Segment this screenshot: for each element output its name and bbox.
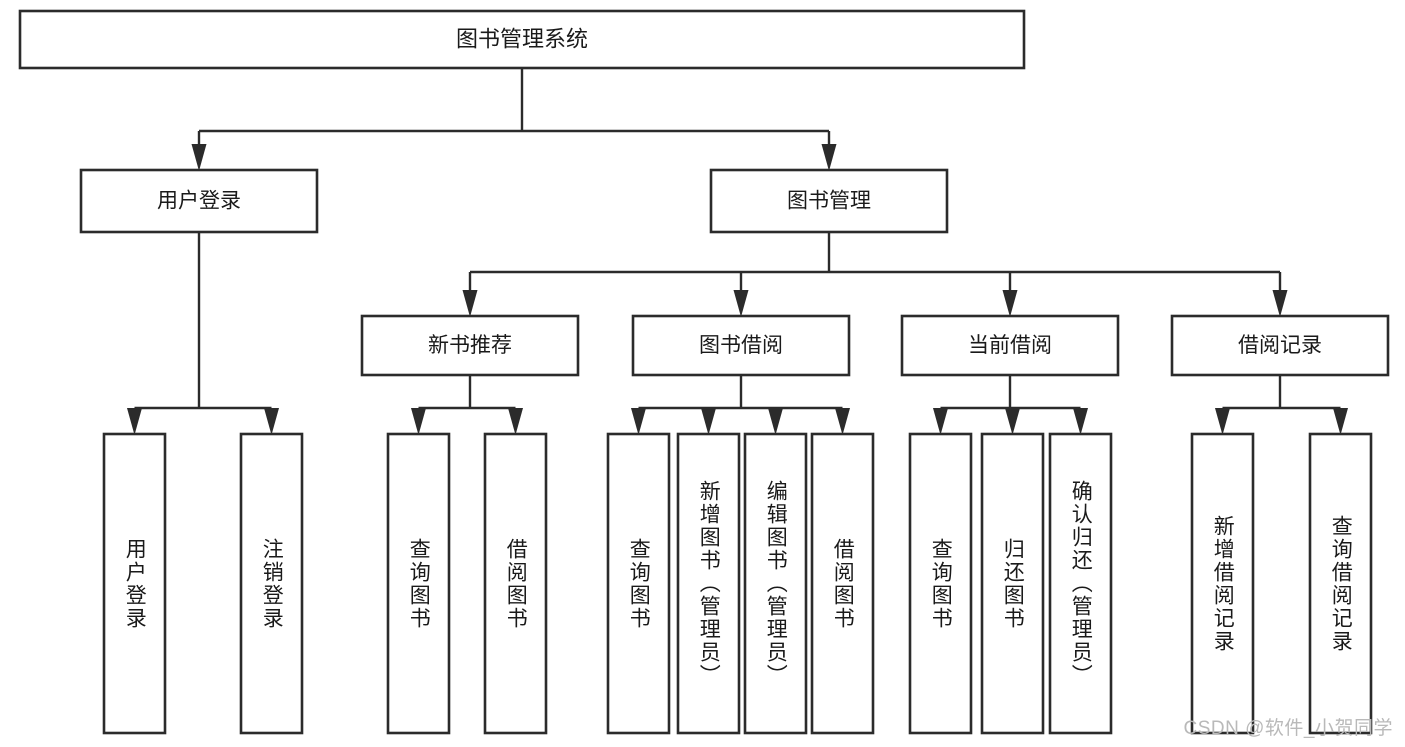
connector-arrowhead xyxy=(127,408,142,435)
node-box xyxy=(810,432,875,735)
node-box xyxy=(980,432,1045,735)
connector-arrowhead xyxy=(462,290,478,317)
connector-arrowhead xyxy=(1333,408,1348,435)
node-l-borrow-book-1[interactable] xyxy=(483,432,548,735)
node-l-query-record[interactable] xyxy=(1308,432,1373,735)
node-box xyxy=(606,432,671,735)
connector-arrowhead xyxy=(835,408,850,435)
node-l-query-book-1[interactable] xyxy=(386,432,451,735)
node-box xyxy=(102,432,167,735)
node-l-edit-book[interactable] xyxy=(743,432,808,735)
connector-arrowhead xyxy=(768,408,783,435)
node-n-current-borrow[interactable]: 当前借阅 xyxy=(900,314,1120,377)
node-l-confirm-return[interactable] xyxy=(1048,432,1113,735)
node-box xyxy=(709,168,949,234)
node-n-user-login[interactable]: 用户登录 xyxy=(79,168,319,234)
node-box xyxy=(239,432,304,735)
node-label: 新书推荐 xyxy=(428,334,512,357)
node-l-query-book-3[interactable] xyxy=(908,432,973,735)
node-label: 图书管理系统 xyxy=(456,26,588,51)
node-l-return-book[interactable] xyxy=(980,432,1045,735)
node-box xyxy=(79,168,319,234)
node-box xyxy=(900,314,1120,377)
connector-arrowhead xyxy=(264,408,279,435)
node-box xyxy=(386,432,451,735)
node-label: 借阅记录 xyxy=(1238,334,1322,357)
connector-arrowhead xyxy=(631,408,646,435)
node-n-book-borrow[interactable]: 图书借阅 xyxy=(631,314,851,377)
node-l-borrow-book-2[interactable] xyxy=(810,432,875,735)
node-box xyxy=(743,432,808,735)
connector-arrowhead xyxy=(821,144,837,171)
node-label: 图书管理 xyxy=(787,190,871,213)
node-box xyxy=(1170,314,1390,377)
connector-arrowhead xyxy=(733,290,749,317)
connector-arrowhead xyxy=(1272,290,1288,317)
connector-arrowhead xyxy=(701,408,716,435)
node-n-borrow-record[interactable]: 借阅记录 xyxy=(1170,314,1390,377)
node-root[interactable]: 图书管理系统 xyxy=(18,9,1026,70)
node-label: 用户登录 xyxy=(157,190,241,213)
node-l-user-login[interactable] xyxy=(102,432,167,735)
connector-layer xyxy=(127,68,1348,435)
node-box xyxy=(676,432,741,735)
node-l-query-book-2[interactable] xyxy=(606,432,671,735)
connector-arrowhead xyxy=(1002,290,1018,317)
node-box xyxy=(483,432,548,735)
node-label: 图书借阅 xyxy=(699,334,783,357)
node-l-add-record[interactable] xyxy=(1190,432,1255,735)
node-box xyxy=(18,9,1026,70)
connector-arrowhead xyxy=(191,144,207,171)
node-box xyxy=(631,314,851,377)
node-box xyxy=(1190,432,1255,735)
connector-arrowhead xyxy=(1073,408,1088,435)
node-box xyxy=(1048,432,1113,735)
connector-arrowhead xyxy=(508,408,523,435)
connector-arrowhead xyxy=(933,408,948,435)
node-box xyxy=(360,314,580,377)
node-box xyxy=(1308,432,1373,735)
node-label: 当前借阅 xyxy=(968,334,1052,357)
connector-arrowhead xyxy=(1005,408,1020,435)
connector-arrowhead xyxy=(1215,408,1230,435)
node-l-logout-login[interactable] xyxy=(239,432,304,735)
node-n-new-book-rec[interactable]: 新书推荐 xyxy=(360,314,580,377)
node-l-add-book[interactable] xyxy=(676,432,741,735)
connector-arrowhead xyxy=(411,408,426,435)
node-box xyxy=(908,432,973,735)
node-n-book-manage[interactable]: 图书管理 xyxy=(709,168,949,234)
